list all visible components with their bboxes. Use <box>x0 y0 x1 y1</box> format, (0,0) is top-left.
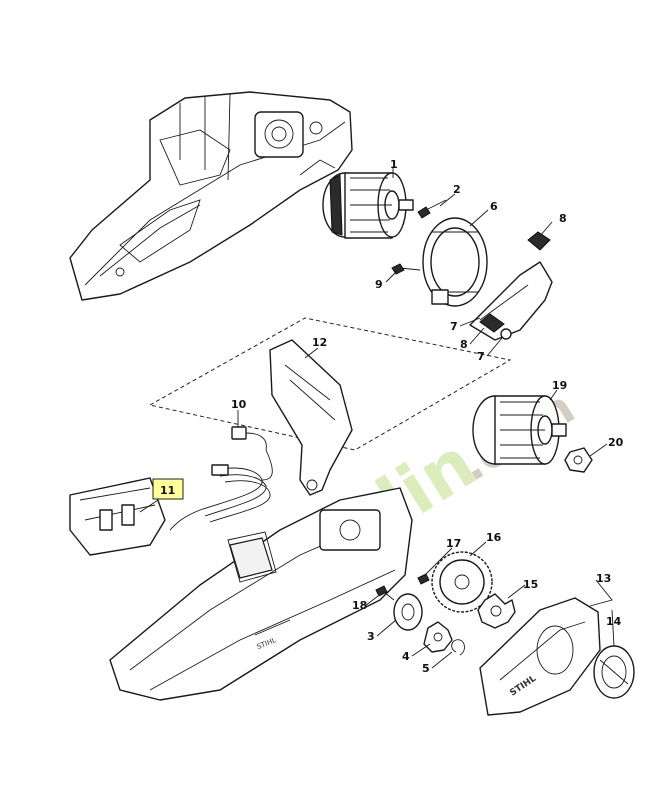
sprocket-cover-part-13: STIHL <box>479 597 601 716</box>
callout-16: 16 <box>486 531 502 544</box>
handguard-part-12 <box>269 339 353 496</box>
callout-labels: 1 2 3 4 5 6 7 7 8 8 9 10 11 12 13 14 15 … <box>152 158 624 675</box>
callout-3: 3 <box>367 630 375 643</box>
callout-12: 12 <box>312 336 327 349</box>
callout-2: 2 <box>453 183 461 196</box>
callout-6: 6 <box>490 200 498 213</box>
assembly-outline <box>148 317 512 451</box>
callout-7b: 7 <box>477 350 485 363</box>
callout-7a: 7 <box>450 320 458 333</box>
callout-19: 19 <box>552 379 567 392</box>
cable-harness-part-11 <box>69 449 273 556</box>
callout-18: 18 <box>352 599 367 612</box>
callout-20: 20 <box>608 436 624 449</box>
clip-part-5 <box>451 639 465 656</box>
callout-13: 13 <box>596 572 611 585</box>
callout-11: 11 <box>160 484 175 497</box>
spring-part-8a <box>527 231 551 251</box>
callout-4: 4 <box>402 650 410 663</box>
screw-part-9 <box>391 263 421 275</box>
nut-part-20 <box>564 447 593 473</box>
callout-14: 14 <box>606 615 622 628</box>
callout-15: 15 <box>523 578 538 591</box>
callout-17: 17 <box>446 537 461 550</box>
gear-part-17 <box>431 551 493 613</box>
switch-part-10 <box>231 426 267 451</box>
callout-8a: 8 <box>559 212 567 225</box>
washer-part-3 <box>393 593 423 631</box>
sprocket-part-4 <box>423 621 453 653</box>
pin-part-16 <box>417 573 430 585</box>
callout-9: 9 <box>375 278 383 291</box>
spring-part-8b <box>479 313 505 333</box>
screw-part-18 <box>375 585 395 601</box>
sprocket-part-15 <box>477 593 516 629</box>
callout-1: 1 <box>390 158 398 171</box>
motor-housing <box>69 91 353 301</box>
callout-5: 5 <box>422 662 430 675</box>
leader-lines <box>139 168 615 669</box>
callout-10: 10 <box>231 398 247 411</box>
rotor-part-19 <box>472 395 567 465</box>
callout-8b: 8 <box>460 338 468 351</box>
cap-part-14 <box>593 645 635 699</box>
main-body: STIHL <box>109 487 413 701</box>
rotor-part-1 <box>322 172 414 239</box>
screw-part-2 <box>417 199 447 219</box>
callout-11-highlight <box>152 478 184 500</box>
brake-band-part-6 <box>422 217 488 307</box>
